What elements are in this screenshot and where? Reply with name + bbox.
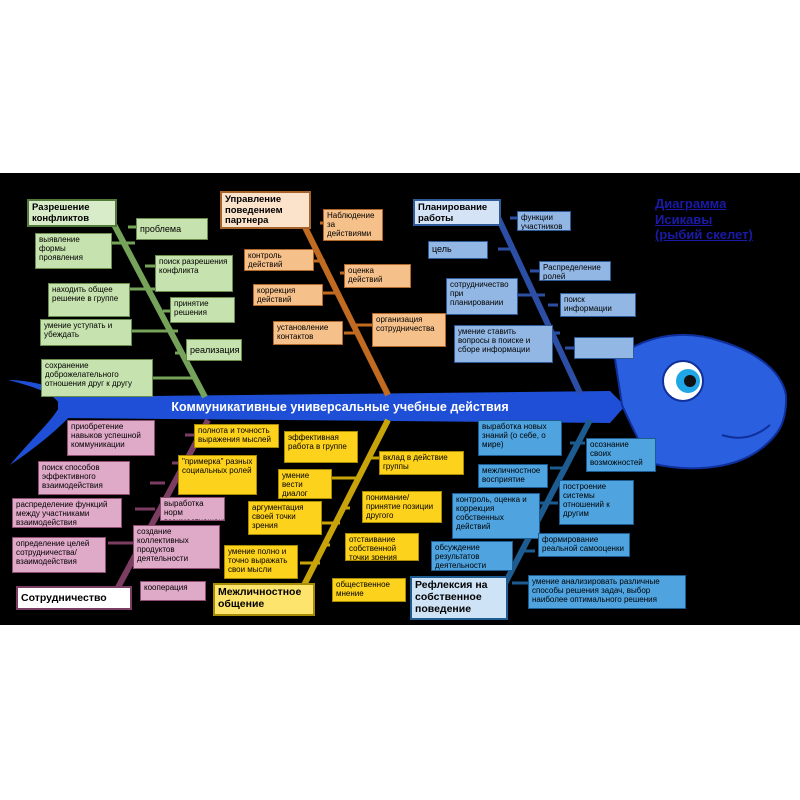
cooperation-item: создание коллективных продуктов деятельн… [133,525,220,569]
branch-partner-title: Управление поведением партнера [220,191,311,229]
interpersonal-item: аргументация своей точки зрения [248,501,322,535]
interpersonal-item: отстаивание собственной точки зрения [345,533,419,561]
reflection-item: построение системы отношений к другим [559,480,634,525]
partner-item: установление контактов [273,321,343,345]
partner-item: коррекция действий [253,284,323,306]
planning-item-empty [574,337,634,359]
partner-item: контроль действий [244,249,314,271]
conflicts-item: поиск разрешения конфликта [155,255,233,292]
reflection-item: умение анализировать различные способы р… [528,575,686,609]
branch-reflection-title: Рефлексия на собственное поведение [410,576,508,620]
planning-item: цель [428,241,488,259]
cooperation-item: выработка норм взаимоотношений [160,497,225,521]
interpersonal-item: "примерка" разных социальных ролей [178,455,257,495]
diagram-title[interactable]: Диаграмма Исикавы (рыбий скелет) [655,196,795,243]
diagram-title-line: Исикавы [655,211,713,227]
conflicts-item: реализация [186,339,242,361]
reflection-item: межличностное восприятие [478,464,548,488]
branch-planning-title: Планирование работы [413,199,501,226]
reflection-item: контроль, оценка и коррекция собственных… [452,493,540,539]
planning-item: поиск информации [560,293,636,317]
interpersonal-item: полнота и точность выражения мыслей [194,424,279,448]
conflicts-item: сохранение доброжелательного отношения д… [41,359,153,397]
fish-spine [58,391,625,423]
fishbone-diagram: Коммуникативные универсальные учебные де… [0,173,800,625]
conflicts-item: умение уступать и убеждать [40,319,132,346]
fish-tail [8,380,72,465]
reflection-item: осознание своих возможностей [586,438,656,472]
cooperation-item: распределение функций между участниками … [12,498,122,528]
partner-item: организация сотрудничества [372,313,446,347]
partner-item: оценка действий [344,264,411,288]
branch-interpersonal-title: Межличностное общение [213,583,315,616]
planning-item: функции участников [517,211,571,231]
diagram-title-line: Диаграмма [655,196,727,211]
fishbone-skeleton [8,209,788,595]
conflicts-item: принятие решения [170,297,235,323]
interpersonal-item: эффективная работа в группе [284,431,358,463]
diagram-title-line: (рыбий скелет) [655,227,753,243]
cooperation-item: поиск способов эффективного взаимодейств… [38,461,130,495]
reflection-item: выработка новых знаний (о себе, о мире) [478,420,562,456]
interpersonal-item: понимание/ принятие позиции другого [362,491,442,523]
cooperation-item: приобретение навыков успешной коммуникац… [67,420,155,456]
reflection-item: формирование реальной самооценки [538,533,630,557]
planning-item: сотрудничество при планировании [446,278,518,315]
fish-eye-pupil [684,375,696,387]
interpersonal-item: умение вести диалог [278,469,332,499]
branch-conflicts-title: Разрешение конфликтов [27,199,117,227]
interpersonal-item: вклад в действие группы [379,451,464,475]
cooperation-item: определение целей сотрудничества/ взаимо… [12,537,106,573]
conflicts-item: находить общее решение в группе [48,283,130,317]
cooperation-item: кооперация [140,581,206,601]
fish-mouth [721,424,771,439]
reflection-item: обсуждение результатов деятельности [431,541,513,571]
planning-item: умение ставить вопросы в поиске и сборе … [454,325,553,363]
spine-label: Коммуникативные универсальные учебные де… [171,400,509,414]
conflicts-item: проблема [136,218,208,240]
partner-item: Наблюдение за действиями [323,209,383,241]
interpersonal-item: умение полно и точно выражать свои мысли [224,545,298,579]
conflicts-item: выявление формы проявления [35,233,112,269]
interpersonal-item: общественное мнение [332,578,406,602]
branch-cooperation-title: Сотрудничество [16,586,132,610]
planning-item: Распределение ролей [539,261,611,281]
